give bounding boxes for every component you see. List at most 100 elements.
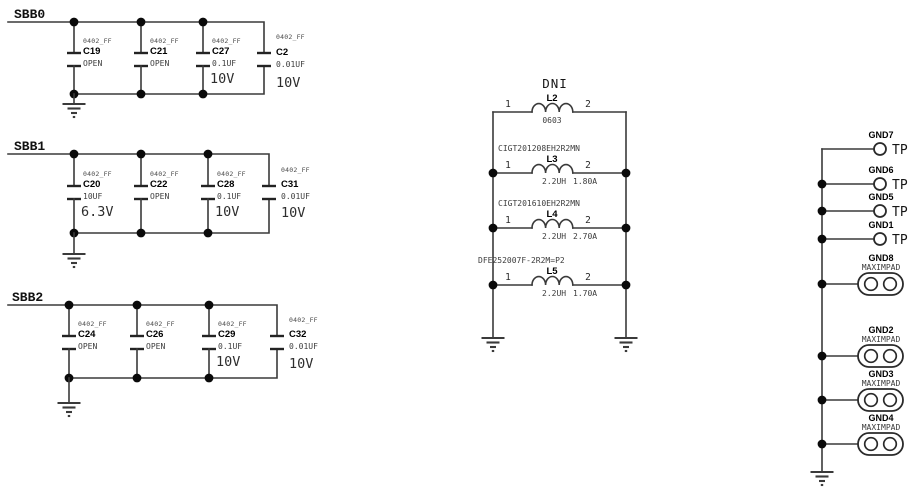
cap-ref: C21 [150,46,168,57]
cap-value: OPEN [150,192,169,201]
capacitor-c19: 0402_FF C19 OPEN [67,21,112,95]
inductor-current: 1.80A [573,177,597,186]
net-label-gnd1: GND1 [868,220,893,230]
pin-number: 2 [585,215,591,226]
capacitor-c24: 0402_FF C24 OPEN [62,304,107,379]
cap-voltage: 10V [210,71,234,87]
net-label-sbb2: SBB2 [12,290,43,305]
tp-label: TP [892,205,908,220]
wire [68,348,278,379]
pin-number: 2 [585,272,591,283]
ground-symbol [56,401,82,418]
pin-number: 1 [505,272,511,283]
cap-value: 0.1UF [218,342,242,351]
pad-hole [863,276,879,292]
capacitor-c27: 0402_FF C27 0.1UF 10V [196,21,241,95]
cap-value: 0.01UF [289,342,318,351]
cap-footprint: 0402_FF [150,170,179,178]
tp-label: TP [892,143,908,158]
cap-footprint: 0402_FF [212,37,241,45]
cap-value: OPEN [83,59,102,68]
wire [7,153,270,187]
tp-label: TP [892,233,908,248]
cap-value: 0.1UF [217,192,241,201]
net-label-gnd4: GND4 [868,413,893,423]
cap-ref: C19 [83,46,100,57]
net-label-gnd3: GND3 [868,369,893,379]
inductor-ref: L3 [546,154,557,165]
net-label-gnd6: GND6 [868,165,893,175]
cap-bank-sbb1: SBB1 0402_FF C20 10UF 6.3V 0402_FF C22 O… [7,139,310,269]
ground-symbol [613,336,639,353]
cap-ref: C20 [83,179,100,190]
wire [7,304,278,337]
dni-label: DNI [542,76,568,91]
maximpad-label: MAXIMPAD [862,379,901,388]
pin-number: 2 [585,160,591,171]
cap-footprint: 0402_FF [83,170,112,178]
cap-voltage: 6.3V [81,204,114,220]
net-label-gnd5: GND5 [868,192,893,202]
pad-hole [882,276,898,292]
inductor-l2: 1 2 L2 0603 [492,93,627,125]
cap-footprint: 0402_FF [217,170,246,178]
cap-voltage: 10V [281,205,305,221]
capacitor-c29: 0402_FF C29 0.1UF 10V [202,304,247,379]
inductor-bank: DNI 1 2 L2 0603 CIGT201208EH2R2MN 1 2 L3… [478,76,639,353]
inductor-ref: L4 [546,209,558,220]
testpoint-gnd5: GND5 TP [817,192,908,220]
cap-ref: C27 [212,46,229,57]
capacitor-c32: 0402_FF C32 0.01UF 10V [270,316,318,372]
cap-ref: C31 [281,179,299,190]
inductor-value: 2.2UH [542,232,566,241]
pad-gnd4: GND4 MAXIMPAD [817,413,904,456]
wire [7,21,265,54]
ground-symbol [61,252,87,269]
pad-gnd3: GND3 MAXIMPAD [817,369,904,412]
cap-value: OPEN [146,342,165,351]
pad-hole [882,348,898,364]
cap-value: 10UF [83,192,102,201]
cap-voltage: 10V [276,75,300,91]
cap-footprint: 0402_FF [146,320,175,328]
inductor-ref: L5 [546,266,558,277]
maximpad-label: MAXIMPAD [862,335,901,344]
net-label-gnd8: GND8 [868,253,893,263]
cap-footprint: 0402_FF [281,166,310,174]
inductor-coil [531,218,574,229]
capacitor-c2: 0402_FF C2 0.01UF 10V [257,33,305,91]
inductor-current: 1.70A [573,289,597,298]
testpoint-gnd1: GND1 TP [817,220,908,248]
cap-value: 0.01UF [276,60,305,69]
net-label-sbb1: SBB1 [14,139,45,154]
cap-footprint: 0402_FF [83,37,112,45]
capacitor-c31: 0402_FF C31 0.01UF 10V [262,166,310,221]
cap-footprint: 0402_FF [150,37,179,45]
wire [73,65,265,95]
pin-number: 1 [505,215,511,226]
cap-ref: C22 [150,179,167,190]
pin-number: 2 [585,99,591,110]
capacitor-c21: 0402_FF C21 OPEN [134,21,179,95]
inductor-current: 2.70A [573,232,597,241]
inductor-part-number: DFE252007F-2R2M=P2 [478,256,565,265]
inductor-ref: L2 [546,93,557,104]
cap-ref: C24 [78,329,96,340]
inductor-coil [531,102,574,113]
net-label-gnd7: GND7 [868,130,893,140]
ground-symbol [61,102,87,119]
inductor-part-number: CIGT201208EH2R2MN [498,144,580,153]
testpoint-circle [873,232,887,246]
pad-hole [863,392,879,408]
cap-value: OPEN [78,342,97,351]
testpoint-circle [873,177,887,191]
cap-voltage: 10V [216,354,240,370]
capacitor-c26: 0402_FF C26 OPEN [130,304,175,379]
cap-bank-sbb2: SBB2 0402_FF C24 OPEN 0402_FF C26 OPEN 0… [7,290,318,418]
ground-symbol [480,336,506,353]
inductor-value: 2.2UH [542,289,566,298]
inductor-coil [531,275,574,286]
cap-voltage: 10V [215,204,239,220]
testpoint-circle [873,204,887,218]
